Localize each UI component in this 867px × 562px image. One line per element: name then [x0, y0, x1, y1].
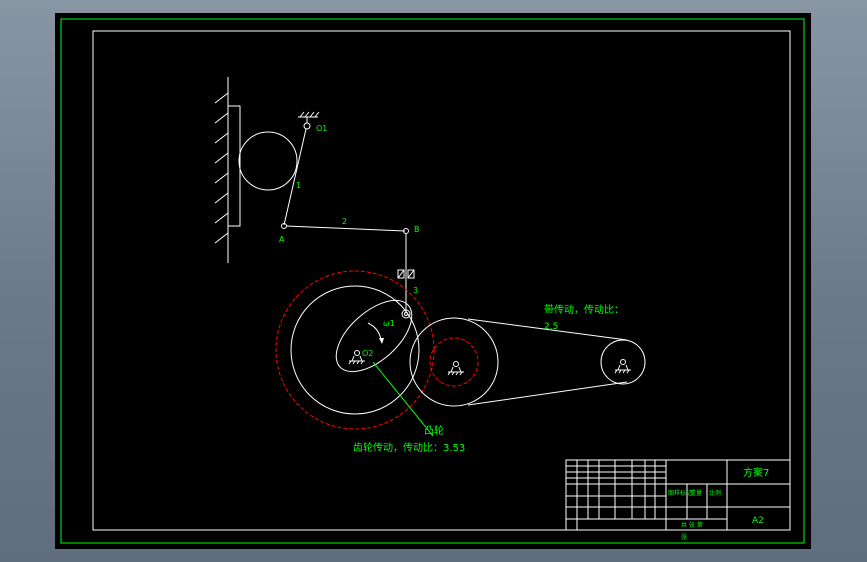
fixed-wall [214, 77, 241, 263]
cam-label: 凸轮 [424, 424, 444, 437]
label-o1: O1 [316, 124, 327, 133]
o2-pivot [348, 350, 365, 365]
label-omega: ω1 [383, 319, 395, 328]
belt-lower [467, 381, 628, 406]
gear-pitch-circle [275, 270, 435, 430]
pinion-pivot [447, 361, 464, 376]
title-sheet-suffix: 张 [681, 533, 687, 541]
title-block [565, 459, 791, 531]
follower-roller [238, 131, 298, 191]
label-link-3: 3 [413, 286, 418, 295]
pulley-pivot [614, 359, 631, 374]
cam-roller [401, 309, 411, 319]
label-link-2: 2 [342, 217, 347, 226]
link-2 [285, 225, 406, 232]
driven-pulley [600, 339, 646, 385]
belt-upper [467, 318, 628, 341]
title-weight-label: 重量 [690, 489, 702, 497]
title-ratio-label: 比例 [709, 489, 721, 497]
mechanism-drawing: O1 1 A 2 B 3 ω1 O2 凸轮 齿轮传动，传动比： [60, 18, 805, 544]
joint-b [403, 228, 409, 234]
gear-body [290, 285, 420, 415]
cam-profile [335, 299, 413, 373]
title-scheme: 方案7 [743, 466, 769, 479]
outer-border [60, 18, 805, 544]
inner-border [92, 30, 791, 531]
belt-note: 带传动，传动比： [544, 304, 624, 316]
drawing-sheet: O1 1 A 2 B 3 ω1 O2 凸轮 齿轮传动，传动比： [55, 13, 811, 549]
label-o2: O2 [362, 349, 373, 358]
o1-pivot [298, 111, 320, 130]
gear-note: 齿轮传动，传动比：3.53 [353, 441, 465, 454]
title-size: A2 [752, 516, 764, 526]
link-1 [283, 128, 307, 226]
label-a: A [279, 235, 285, 244]
pinion-pitch-circle [429, 337, 479, 387]
pinion-body [409, 317, 499, 407]
title-sheet-label: 共 张 第 [681, 521, 703, 529]
omega-arrowhead [379, 338, 384, 344]
belt-ratio: 2.5 [544, 322, 558, 332]
label-b: B [414, 225, 420, 234]
cam-leader [372, 361, 434, 437]
slider-guide [397, 269, 415, 279]
title-scale-label: 图样标记 [668, 489, 692, 497]
omega-arrow [367, 322, 382, 342]
label-link-1: 1 [296, 181, 301, 190]
